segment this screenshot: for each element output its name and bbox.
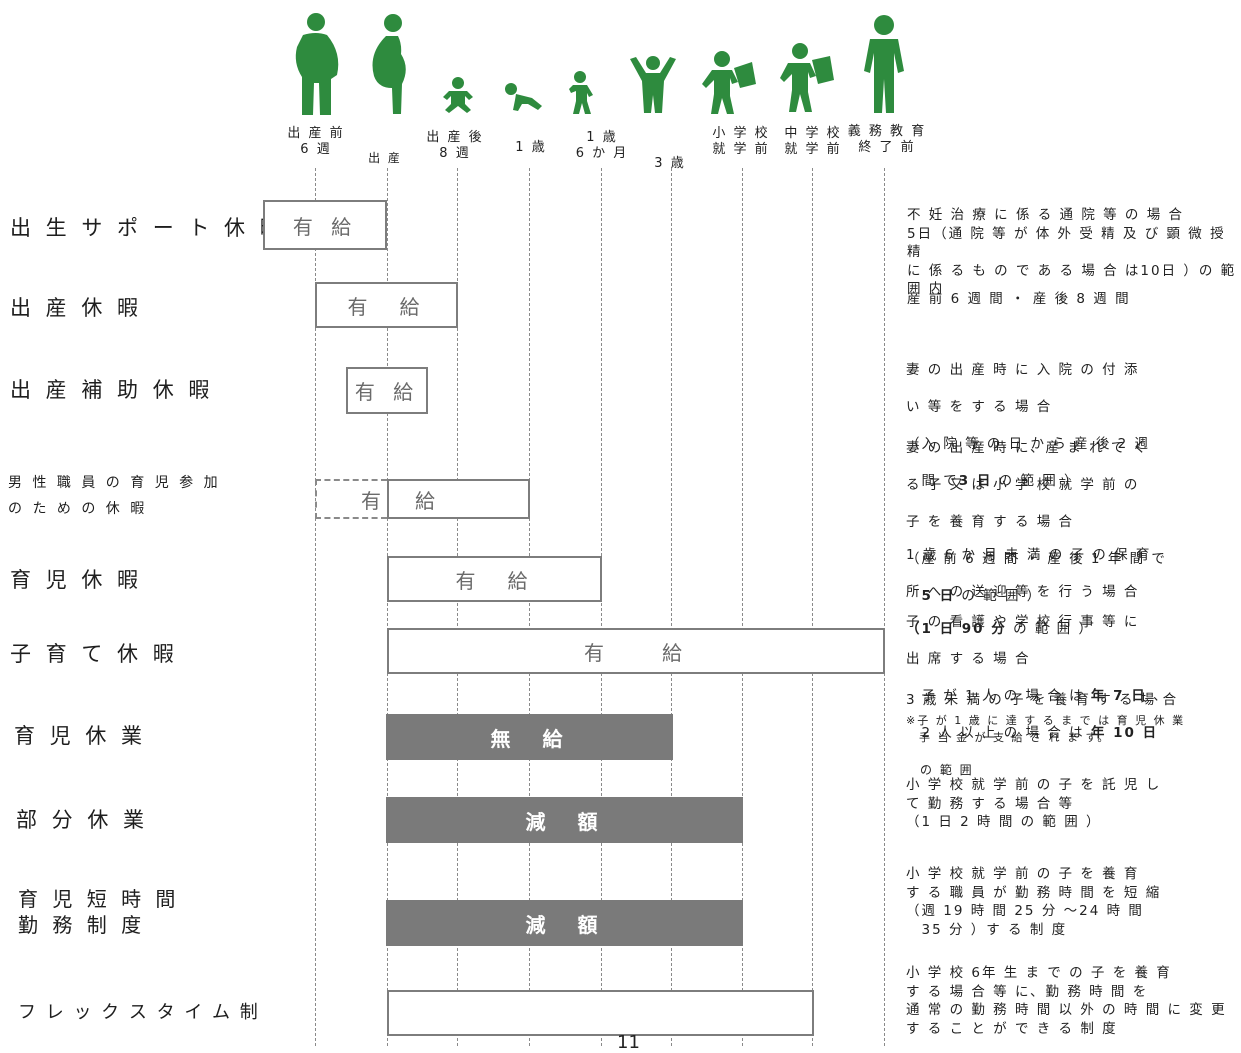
timeline-guide — [812, 168, 813, 1046]
stage-label: 中 学 校 就 学 前 — [784, 126, 842, 157]
page-number: 11 — [617, 1032, 640, 1053]
note-childcare-leave: 1 歳 6 か 月 未 満 の 子 の 保 育 所 へ の 送 迎 等 を 行 … — [906, 527, 1151, 657]
note-flextime: 小 学 校 6年 生 ま で の 子 を 養 育 す る 場 合 等 に、勤 務… — [906, 965, 1227, 1037]
note-line: （1 日 90 分 の 範 囲 ） — [906, 620, 1151, 639]
timeline-guide — [315, 168, 316, 1046]
bar-reduced: 減 額 — [386, 797, 743, 843]
note-line: 間 で3 日 の 範 囲 ） — [906, 472, 1150, 491]
note-line: 子 を 養 育 す る 場 合 — [906, 513, 1075, 530]
stage-label: 1 歳 — [515, 140, 547, 155]
teen-icon — [862, 15, 906, 115]
note-line: 子 の 看 護 や 学 校 行 事 等 に — [906, 613, 1140, 630]
timeline-guide — [601, 168, 602, 1046]
row-label-flextime: フ レ ッ ク ス タ イ ム 制 — [18, 1002, 260, 1023]
schoolchild-backpack-icon — [700, 50, 756, 116]
pregnant-person-icon — [287, 13, 345, 117]
note-line: 妻 の 出 産 時 に、産 ま れ て く — [906, 439, 1149, 456]
note-line: 2 人 以 上 の 場 合 は 年 10 日 — [906, 724, 1169, 743]
bar-reduced: 減 額 — [386, 900, 743, 946]
bar-paid-pre-birth-dashed: 有 — [315, 479, 387, 519]
note-bold: 年 7 日 — [1090, 687, 1147, 704]
note-text: 2 人 以 上 の 場 合 は — [906, 724, 1091, 741]
note-line: 所 へ の 送 迎 等 を 行 う 場 合 — [906, 583, 1140, 600]
row-label-birth-assistance: 出 産 補 助 休 暇 — [10, 378, 214, 402]
stage-label: 出 産 後 8 週 — [426, 130, 484, 161]
bar-paid: 有 給 — [387, 556, 602, 602]
timeline-guide — [671, 168, 672, 1046]
pregnant-person-icon — [368, 14, 410, 118]
note-short-hours: 小 学 校 就 学 前 の 子 を 養 育 す る 職 員 が 勤 務 時 間 … — [906, 866, 1162, 938]
row-label-childcare-leave: 育 児 休 暇 — [10, 568, 143, 592]
stage-label: 3 歳 — [654, 156, 686, 171]
note-line: る 子 又 は 小 学 校 就 学 前 の — [906, 476, 1140, 493]
note-childcare-absence: 3 歳 未 満 の 子 を 養 育 す る 場 合 — [906, 692, 1179, 708]
stage-label: 出 産 — [368, 151, 402, 165]
note-line: 1 歳 6 か 月 未 満 の 子 の 保 育 — [906, 546, 1152, 563]
note-line: 妻 の 出 産 時 に 入 院 の 付 添 — [906, 361, 1140, 378]
note-line: 出 席 す る 場 合 — [906, 650, 1031, 667]
timeline-guide — [457, 168, 458, 1046]
row-label-birth-support: 出 生 サ ポ ー ト 休 暇 — [10, 216, 285, 240]
toddler-icon — [567, 71, 597, 115]
note-bold: （1 日 90 分 — [906, 620, 1007, 637]
row-label-short-hours: 育 児 短 時 間 勤 務 制 度 — [18, 887, 180, 937]
note-bold: 5 日 — [921, 587, 956, 604]
bar-paid: 有 給 — [315, 282, 458, 328]
note-text: 、 — [1146, 687, 1169, 704]
note-line: （産 前 6 週 間 ・ 産 後 1 年 間 で — [906, 550, 1167, 567]
bar-paid: 有 給 — [346, 367, 428, 414]
row-label-partial-absence: 部 分 休 業 — [16, 808, 149, 832]
note-text: 間 で — [906, 472, 959, 489]
bar-paid: 給 — [387, 479, 530, 519]
note-birth-support: 不 妊 治 療 に 係 る 通 院 等 の 場 合 5日（通 院 等 が 体 外… — [907, 207, 1237, 297]
bar-paid: 有 給 — [263, 200, 387, 250]
row-label-parenting-leave: 子 育 て 休 暇 — [10, 642, 178, 666]
student-backpack-icon — [778, 42, 834, 114]
note-text: の 範 囲 ） — [955, 587, 1043, 604]
row-label-male-childcare: 男 性 職 員 の 育 児 参 加 の た め の 休 暇 — [8, 475, 221, 517]
row-label-childcare-absence: 育 児 休 業 — [14, 724, 147, 748]
timeline-guide — [742, 168, 743, 1046]
child-arms-up-icon — [628, 55, 678, 115]
stage-label: 出 産 前 6 週 — [287, 126, 345, 157]
note-line: 5 日 の 範 囲 ） — [906, 587, 1167, 606]
note-partial-absence: 小 学 校 就 学 前 の 子 を 託 児 し て 勤 務 す る 場 合 等 … — [906, 777, 1162, 830]
note-line: （入 院 等 の 日 か ら 産 後 2 週 — [906, 435, 1151, 452]
bar-label: 有 — [361, 488, 381, 513]
note-line: い 等 を す る 場 合 — [906, 398, 1053, 415]
note-text: の 範 囲 ） — [992, 472, 1080, 489]
stage-label: 小 学 校 就 学 前 — [712, 126, 770, 157]
note-text: 子 が 1 人 の 場 合 は — [906, 687, 1091, 704]
note-bold: 3 日 — [958, 472, 993, 489]
timeline-guide — [529, 168, 530, 1046]
note-childcare-absence-remark: ※子 が 1 歳 に 達 す る ま で は 育 児 休 業 手 当 金 が 支… — [906, 714, 1186, 744]
timeline-guide — [387, 168, 388, 1046]
note-male-childcare: 妻 の 出 産 時 に、産 ま れ て く る 子 又 は 小 学 校 就 学 … — [906, 420, 1167, 624]
timeline-guide — [884, 168, 885, 1046]
bar-unpaid: 無 給 — [386, 714, 673, 760]
stage-label: 義 務 教 育 終 了 前 — [847, 124, 927, 155]
bar-flextime — [387, 990, 814, 1036]
bar-paid: 有 給 — [387, 628, 885, 674]
row-label-maternity: 出 産 休 暇 — [10, 296, 143, 320]
note-birth-assistance: 妻 の 出 産 時 に 入 院 の 付 添 い 等 を す る 場 合 （入 院… — [906, 342, 1150, 509]
note-parenting-leave: 子 の 看 護 や 学 校 行 事 等 に 出 席 す る 場 合 子 が 1 … — [906, 594, 1169, 798]
bar-label: 給 — [415, 488, 441, 513]
note-bold: 年 10 日 — [1090, 724, 1159, 741]
stage-label: 1 歳 6 か 月 — [575, 130, 629, 161]
note-maternity: 産 前 6 週 間 ・ 産 後 8 週 間 — [907, 291, 1131, 307]
infant-icon — [441, 77, 475, 113]
note-line: の 範 囲 — [906, 762, 974, 777]
note-line: 子 が 1 人 の 場 合 は 年 7 日 、 — [906, 687, 1169, 706]
note-text: の 範 囲 ） — [1006, 620, 1094, 637]
crawling-baby-icon — [504, 82, 546, 112]
